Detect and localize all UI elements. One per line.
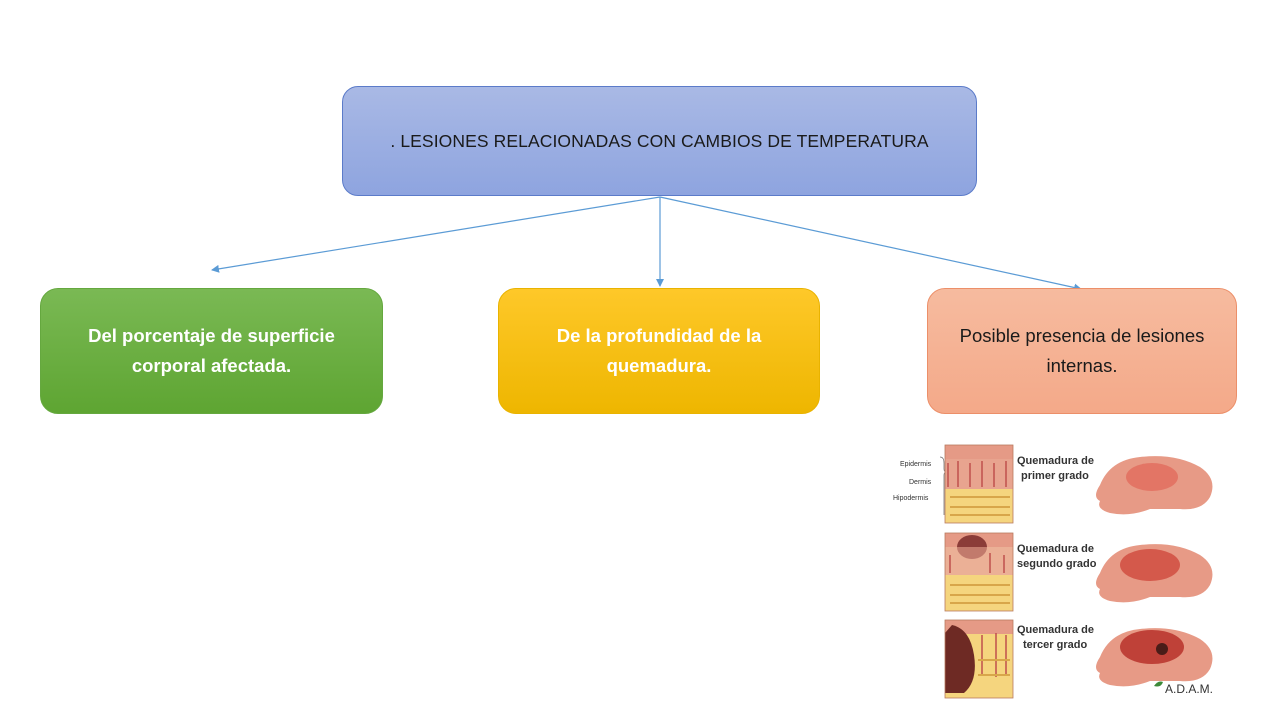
internal-injuries-label: Posible presencia de lesiones internas.: [959, 325, 1205, 376]
grade-1-line1: Quemadura de: [1017, 455, 1094, 467]
adam-logo-text: A.D.A.M.: [1165, 682, 1213, 696]
first-degree-skin-block: [944, 444, 1014, 524]
surface-percentage-box: Del porcentaje de superficie corporal af…: [40, 288, 383, 414]
adam-logo: A.D.A.M.: [1154, 681, 1213, 696]
grade-3-line1: Quemadura de: [1017, 624, 1094, 636]
internal-injuries-box: Posible presencia de lesiones internas.: [927, 288, 1237, 414]
layer-label-dermis: Dermis: [909, 479, 932, 486]
burn-depth-label: De la profundidad de la quemadura.: [556, 325, 762, 376]
grade-1-line2: primer grado: [1021, 470, 1089, 482]
third-degree-hand: [1096, 628, 1213, 687]
root-concept-box: . LESIONES RELACIONADAS CON CAMBIOS DE T…: [342, 86, 977, 196]
second-degree-skin-block: [944, 532, 1014, 612]
burn-depth-box: De la profundidad de la quemadura.: [498, 288, 820, 414]
grade-2-line1: Quemadura de: [1017, 543, 1094, 555]
burn-degrees-illustration: Epidermis Dermis Hipodermis Quemadura de…: [893, 444, 1213, 699]
surface-percentage-label: Del porcentaje de superficie corporal af…: [88, 325, 335, 376]
grade-3-line2: tercer grado: [1023, 639, 1087, 651]
grade-2-line2: segundo grado: [1017, 558, 1097, 570]
second-degree-hand: [1096, 544, 1213, 603]
layer-label-epidermis: Epidermis: [900, 461, 932, 468]
arrow-to-surface: [211, 196, 661, 273]
third-degree-skin-block: [944, 619, 1014, 699]
layer-label-hipodermis: Hipodermis: [893, 495, 929, 502]
root-concept-label: . LESIONES RELACIONADAS CON CAMBIOS DE T…: [390, 130, 929, 151]
arrow-to-internal: [659, 196, 1082, 292]
first-degree-hand: [1096, 456, 1213, 515]
